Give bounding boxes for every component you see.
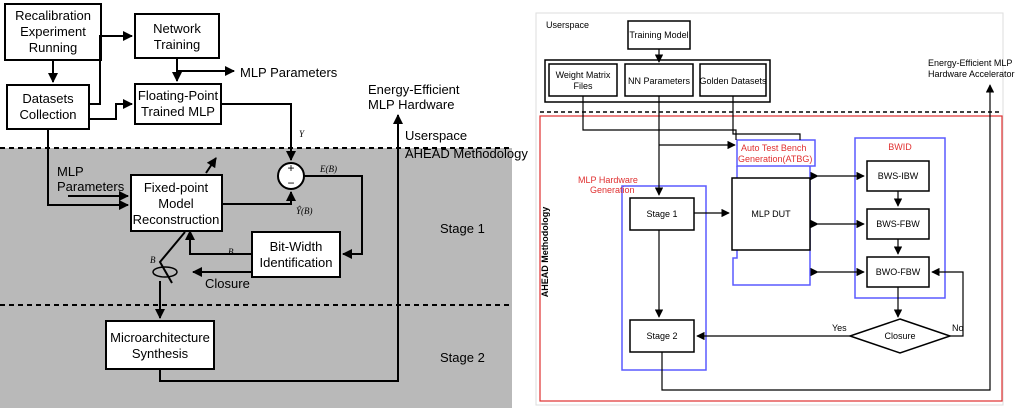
nn-parameters-label: NN Parameters — [628, 76, 691, 86]
edge-bitwidth-fixed — [185, 230, 252, 255]
atbg-line2: Generation(ATBG) — [738, 154, 812, 164]
y-hat-b-label: Ŷ(B) — [296, 206, 313, 216]
stage2-text: Stage 2 — [646, 331, 677, 341]
bws-ibw-text: BWS-IBW — [878, 171, 919, 181]
bit-width-box — [251, 231, 341, 278]
datasets-collection-box — [6, 84, 90, 130]
mlp-hw-gen-line1: MLP Hardware — [578, 175, 638, 185]
ahead-methodology-frame — [539, 115, 1003, 402]
b-label-2: B — [228, 247, 234, 257]
atbg-line1: Auto Test Bench — [741, 143, 806, 153]
stage1-box — [629, 197, 695, 231]
microarchitecture-box — [105, 320, 215, 370]
left-diagram: Recalibration Experiment Running Network… — [0, 3, 528, 408]
fixed-point-line2: Model — [158, 196, 194, 211]
mlp-hw-gen-line2: Generation — [590, 185, 635, 195]
bws-fbw-text: BWS-FBW — [876, 219, 920, 229]
edge-micro-bottom — [159, 369, 214, 382]
edge-floating-sum — [221, 103, 296, 161]
fixed-point-line1: Fixed-point — [144, 180, 209, 195]
bws-fbw-box — [866, 208, 930, 240]
bit-width-line1: Bit-Width — [270, 239, 323, 254]
golden-datasets-label: Golden Datasets — [699, 76, 767, 86]
mlp-parameters-in-line2: Parameters — [57, 179, 125, 194]
edge-micro-energy — [214, 114, 403, 382]
fixed-point-box — [130, 174, 223, 232]
yes-label: Yes — [832, 323, 847, 333]
mlp-parameters-out-label: MLP Parameters — [240, 65, 338, 80]
network-training-line1: Network — [153, 21, 201, 36]
nn-parameters-box — [624, 63, 694, 97]
e-b-label: E(B) — [319, 164, 337, 174]
weight-matrix-box — [548, 63, 618, 97]
bwid-region — [854, 137, 946, 299]
weight-matrix-line1: Weight Matrix — [556, 70, 611, 80]
closure-label: Closure — [205, 276, 250, 291]
closure-switch — [158, 231, 186, 284]
right-diagram: Userspace Training Model Weight Matrix F… — [535, 12, 1015, 406]
training-model-label: Training Model — [629, 30, 688, 40]
bwo-fbw-text: BWO-FBW — [876, 267, 921, 277]
sum-plus-sign: + — [287, 161, 294, 175]
edge-closure-no — [931, 267, 964, 337]
edge-fixed-sum — [222, 191, 296, 205]
atbg-box — [736, 139, 816, 167]
energy-efficient-line1: Energy-Efficient MLP — [928, 58, 1012, 68]
floating-point-line2: Trained MLP — [141, 104, 215, 119]
edge-fixed-up — [205, 157, 217, 174]
b-label-1: B — [150, 255, 156, 265]
edge-datasets-floating — [89, 99, 133, 120]
recalibration-line1: Recalibration — [15, 8, 91, 23]
bwo-fbw-box — [866, 256, 930, 288]
edge-sum-bitwidth — [304, 175, 363, 259]
weight-matrix-line2: Files — [573, 81, 593, 91]
energy-efficient-line1: Energy-Efficient — [368, 82, 460, 97]
energy-efficient-line2: MLP Hardware — [368, 97, 454, 112]
datasets-collection-line2: Collection — [19, 107, 76, 122]
edge-datasets-fixed — [47, 129, 129, 210]
bwid-label: BWID — [888, 142, 912, 152]
fixed-point-line3: Reconstruction — [133, 212, 220, 227]
energy-efficient-line2: Hardware Accelerator — [928, 69, 1015, 79]
no-label: No — [952, 323, 964, 333]
closure-diamond — [847, 318, 953, 354]
stage2-box — [629, 319, 695, 353]
recalibration-line3: Running — [29, 40, 77, 55]
network-training-line2: Training — [154, 37, 200, 52]
stage1-label: Stage 1 — [440, 221, 485, 236]
sum-minus-sign: − — [287, 176, 294, 190]
closure-text: Closure — [884, 331, 915, 341]
stage1-text: Stage 1 — [646, 209, 677, 219]
floating-point-line1: Floating-Point — [138, 88, 219, 103]
edge-golden-atbg — [732, 96, 801, 140]
recalibration-line2: Experiment — [20, 24, 86, 39]
microarchitecture-line1: Microarchitecture — [110, 330, 210, 345]
bit-width-line2: Identification — [260, 255, 333, 270]
right-userspace-label: Userspace — [546, 20, 589, 30]
ahead-methodology-vertical: AHEAD Methodology — [540, 207, 550, 298]
edge-datasets-training — [89, 31, 133, 105]
mlp-dut-box — [731, 177, 811, 251]
mlp-hw-gen-region — [621, 185, 707, 371]
datasets-collection-line1: Datasets — [22, 91, 74, 106]
stage2-label: Stage 2 — [440, 350, 485, 365]
closure-loop — [152, 266, 178, 278]
edge-stage2-output — [661, 84, 995, 391]
recalibration-box — [4, 3, 102, 61]
mlp-parameters-in-line1: MLP — [57, 164, 84, 179]
y-label: Y — [299, 129, 305, 139]
microarchitecture-line2: Synthesis — [132, 346, 189, 361]
mlp-dut-text: MLP DUT — [751, 209, 791, 219]
userspace-label: Userspace — [405, 128, 467, 143]
ahead-methodology-label: AHEAD Methodology — [405, 146, 528, 161]
golden-datasets-box — [699, 63, 767, 97]
